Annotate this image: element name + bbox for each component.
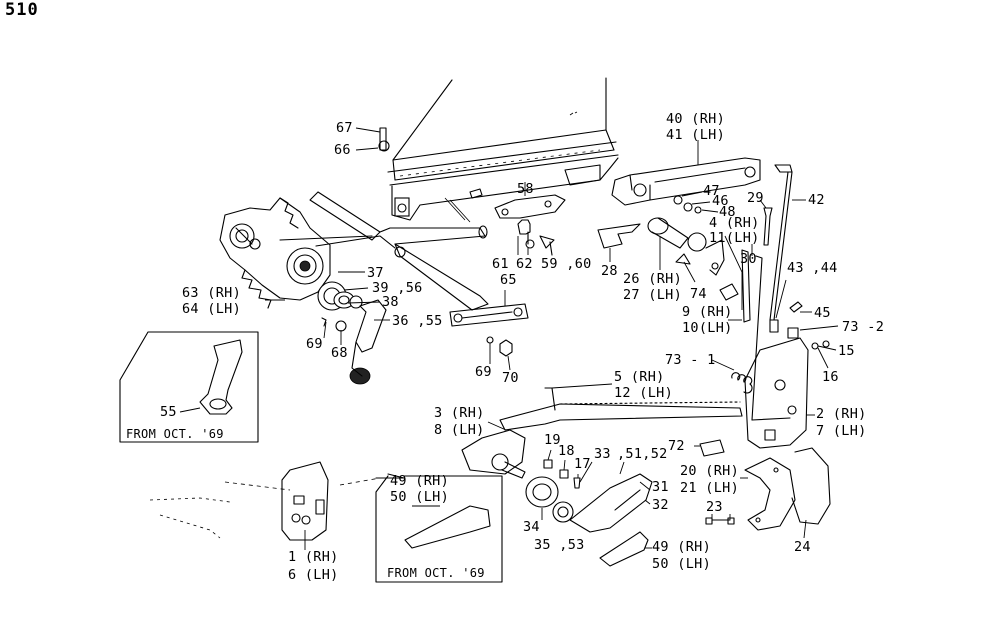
window-regulator <box>219 191 489 311</box>
inset-box-2 <box>375 473 503 583</box>
callout-8: 8 (LH) <box>434 422 485 438</box>
callout-20: 20 (RH) <box>680 463 739 479</box>
callout-70: 70 <box>502 370 519 386</box>
callout-72: 72 <box>668 438 685 454</box>
callout-50: 50 (LH) <box>652 556 711 572</box>
page-number: 510 <box>5 0 39 20</box>
callout-7: 7 (LH) <box>816 423 867 439</box>
door-glass <box>387 77 619 223</box>
callout-32: 32 <box>652 497 669 513</box>
inside-handle-link-rod <box>499 383 743 431</box>
callout-38: 38 <box>382 294 399 310</box>
callout-42: 42 <box>808 192 825 208</box>
callout-67: 67 <box>336 120 353 136</box>
callout-41: 41 (LH) <box>666 127 725 143</box>
callout-29: 29 <box>747 190 764 206</box>
callout-51-52: ,51,52 <box>617 446 668 462</box>
regulator-handle-parts <box>265 271 390 385</box>
callout-48: 48 <box>719 204 736 220</box>
callout-61: 61 <box>492 256 509 272</box>
callout-11: 11(LH) <box>709 230 760 246</box>
callout-4: 4 (RH) <box>709 215 760 231</box>
door-lock-assembly <box>744 337 815 449</box>
escutcheon-and-handle <box>525 461 653 567</box>
callout-33: 33 <box>594 446 611 462</box>
remote-control-rod <box>728 249 763 421</box>
callout-19: 19 <box>544 432 561 448</box>
callout-31: 31 <box>652 479 669 495</box>
callout-15: 15 <box>838 343 855 359</box>
callout-64: 64 (LH) <box>182 301 241 317</box>
callout-23: 23 <box>706 499 723 515</box>
callout-65: 65 <box>500 272 517 288</box>
callout-36-55: 36 ,55 <box>392 313 443 329</box>
callout-68: 68 <box>331 345 348 361</box>
callout-3: 3 (RH) <box>434 405 485 421</box>
callout-63: 63 (RH) <box>182 285 241 301</box>
callout-62: 62 <box>516 256 533 272</box>
callout-45: 45 <box>814 305 831 321</box>
callout-49-inset: 49 (RH) <box>390 473 449 489</box>
callout-69-center: 69 <box>475 364 492 380</box>
callout-17: 17 <box>574 456 591 472</box>
glass-guide-rail <box>611 140 806 321</box>
inset-box-1 <box>119 331 259 443</box>
callout-27: 27 (LH) <box>623 287 682 303</box>
callout-28: 28 <box>601 263 618 279</box>
outside-door-handle-area <box>149 461 381 550</box>
callout-50-inset: 50 (LH) <box>390 489 449 505</box>
callout-73-2: 73 -2 <box>842 319 885 335</box>
callout-66: 66 <box>334 142 351 158</box>
callout-37: 37 <box>367 265 384 281</box>
callout-47: 47 <box>703 183 720 199</box>
callout-18: 18 <box>558 443 575 459</box>
inset-caption-2: FROM OCT. '69 <box>387 566 485 580</box>
callout-21: 21 (LH) <box>680 480 739 496</box>
trim-and-pads <box>694 439 831 539</box>
callout-49: 49 (RH) <box>652 539 711 555</box>
callout-43-44: 43 ,44 <box>787 260 838 276</box>
callout-24: 24 <box>794 539 811 555</box>
small-screws <box>543 449 593 489</box>
callout-12: 12 (LH) <box>614 385 673 401</box>
glass-bracket-parts <box>449 182 566 371</box>
callout-16: 16 <box>822 369 839 385</box>
callout-34: 34 <box>523 519 540 535</box>
inside-door-handle <box>461 421 526 479</box>
callout-2: 2 (RH) <box>816 406 867 422</box>
callout-55: 55 <box>160 404 177 420</box>
callout-46: 46 <box>712 193 729 209</box>
callout-74: 74 <box>690 286 707 302</box>
callout-30: 30 <box>740 251 757 267</box>
callout-59-60: 59 ,60 <box>541 256 592 272</box>
callout-6: 6 (LH) <box>288 567 339 583</box>
callout-35-53: 35 ,53 <box>534 537 585 553</box>
callout-58: 58 <box>517 181 534 197</box>
glass-stopper <box>355 127 390 152</box>
callout-26: 26 (RH) <box>623 271 682 287</box>
callout-9: 9 (RH) <box>682 304 733 320</box>
callout-5: 5 (RH) <box>614 369 665 385</box>
bolts-clips <box>711 279 839 394</box>
callout-1: 1 (RH) <box>288 549 339 565</box>
callout-40: 40 (RH) <box>666 111 725 127</box>
callout-39-56: 39 ,56 <box>372 280 423 296</box>
callout-73-1: 73 - 1 <box>665 352 716 368</box>
lock-cylinder-parts <box>597 217 753 310</box>
callout-69-left: 69 <box>306 336 323 352</box>
callout-10: 10(LH) <box>682 320 733 336</box>
inset-caption-1: FROM OCT. '69 <box>126 427 224 441</box>
